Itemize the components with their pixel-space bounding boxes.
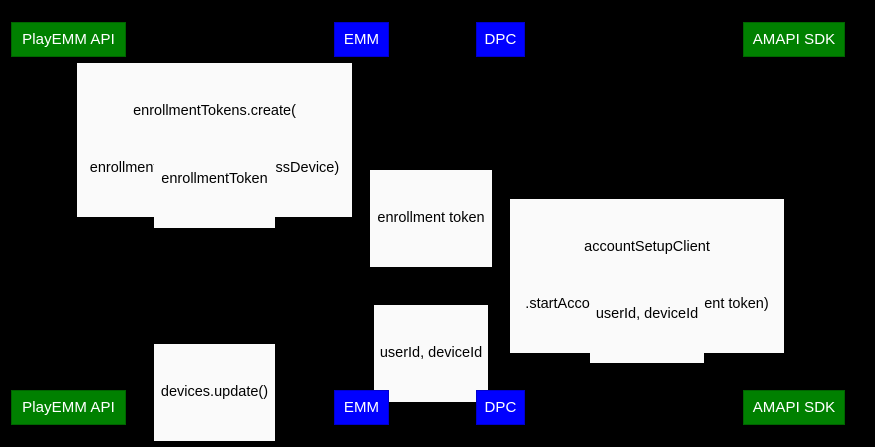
message-label-devices-update: devices.update() [154, 344, 275, 441]
participant-label: AMAPI SDK [752, 31, 836, 48]
participant-dpc-bottom[interactable]: DPC [476, 390, 525, 425]
participant-emm-top[interactable]: EMM [334, 22, 389, 57]
participant-label: DPC [484, 399, 517, 416]
message-line-1: accountSetupClient [584, 239, 710, 255]
message-label-userid-deviceid-to-emm: userId, deviceId [374, 305, 488, 402]
participant-label: PlayEMM API [22, 399, 115, 416]
participant-label: EMM [343, 399, 380, 416]
lifeline-amapi-sdk [794, 57, 795, 390]
arrow-head-start-account-setup [787, 239, 794, 247]
message-line-1: devices.update() [160, 384, 269, 400]
message-label-userid-deviceid-to-dpc: userId, deviceId [590, 266, 704, 363]
arrow-head-userid-deviceid-to-dpc [500, 286, 507, 294]
message-line-1: enrollment token [377, 210, 485, 226]
arrow-head-userid-deviceid-to-emm [361, 325, 368, 333]
message-line-1: enrollmentToken [161, 171, 268, 187]
participant-emm-bottom[interactable]: EMM [334, 390, 389, 425]
message-label-enrollment-token-return: enrollmentToken [154, 131, 275, 228]
arrow-head-enrollment-tokens-create [68, 104, 75, 112]
participant-dpc-top[interactable]: DPC [476, 22, 525, 57]
participant-label: DPC [484, 31, 517, 48]
lifeline-emm [361, 57, 362, 390]
lifeline-playemm-api [68, 57, 69, 390]
message-line-1: enrollmentTokens.create( [133, 103, 296, 119]
message-label-enrollment-token-to-dpc: enrollment token [370, 170, 492, 267]
participant-label: AMAPI SDK [752, 399, 836, 416]
participant-playemm-api-top[interactable]: PlayEMM API [11, 22, 126, 57]
participant-amapi-sdk-top[interactable]: AMAPI SDK [743, 22, 845, 57]
participant-playemm-api-bottom[interactable]: PlayEMM API [11, 390, 126, 425]
participant-label: PlayEMM API [22, 31, 115, 48]
participant-label: EMM [343, 31, 380, 48]
arrow-head-enrollment-token-return [354, 151, 361, 159]
message-line-1: userId, deviceId [595, 306, 699, 322]
participant-amapi-sdk-bottom[interactable]: AMAPI SDK [743, 390, 845, 425]
message-line-1: userId, deviceId [379, 345, 483, 361]
arrow-head-enrollment-token-to-dpc [493, 190, 500, 198]
lifeline-dpc [500, 57, 501, 390]
arrow-head-devices-update [68, 364, 75, 372]
